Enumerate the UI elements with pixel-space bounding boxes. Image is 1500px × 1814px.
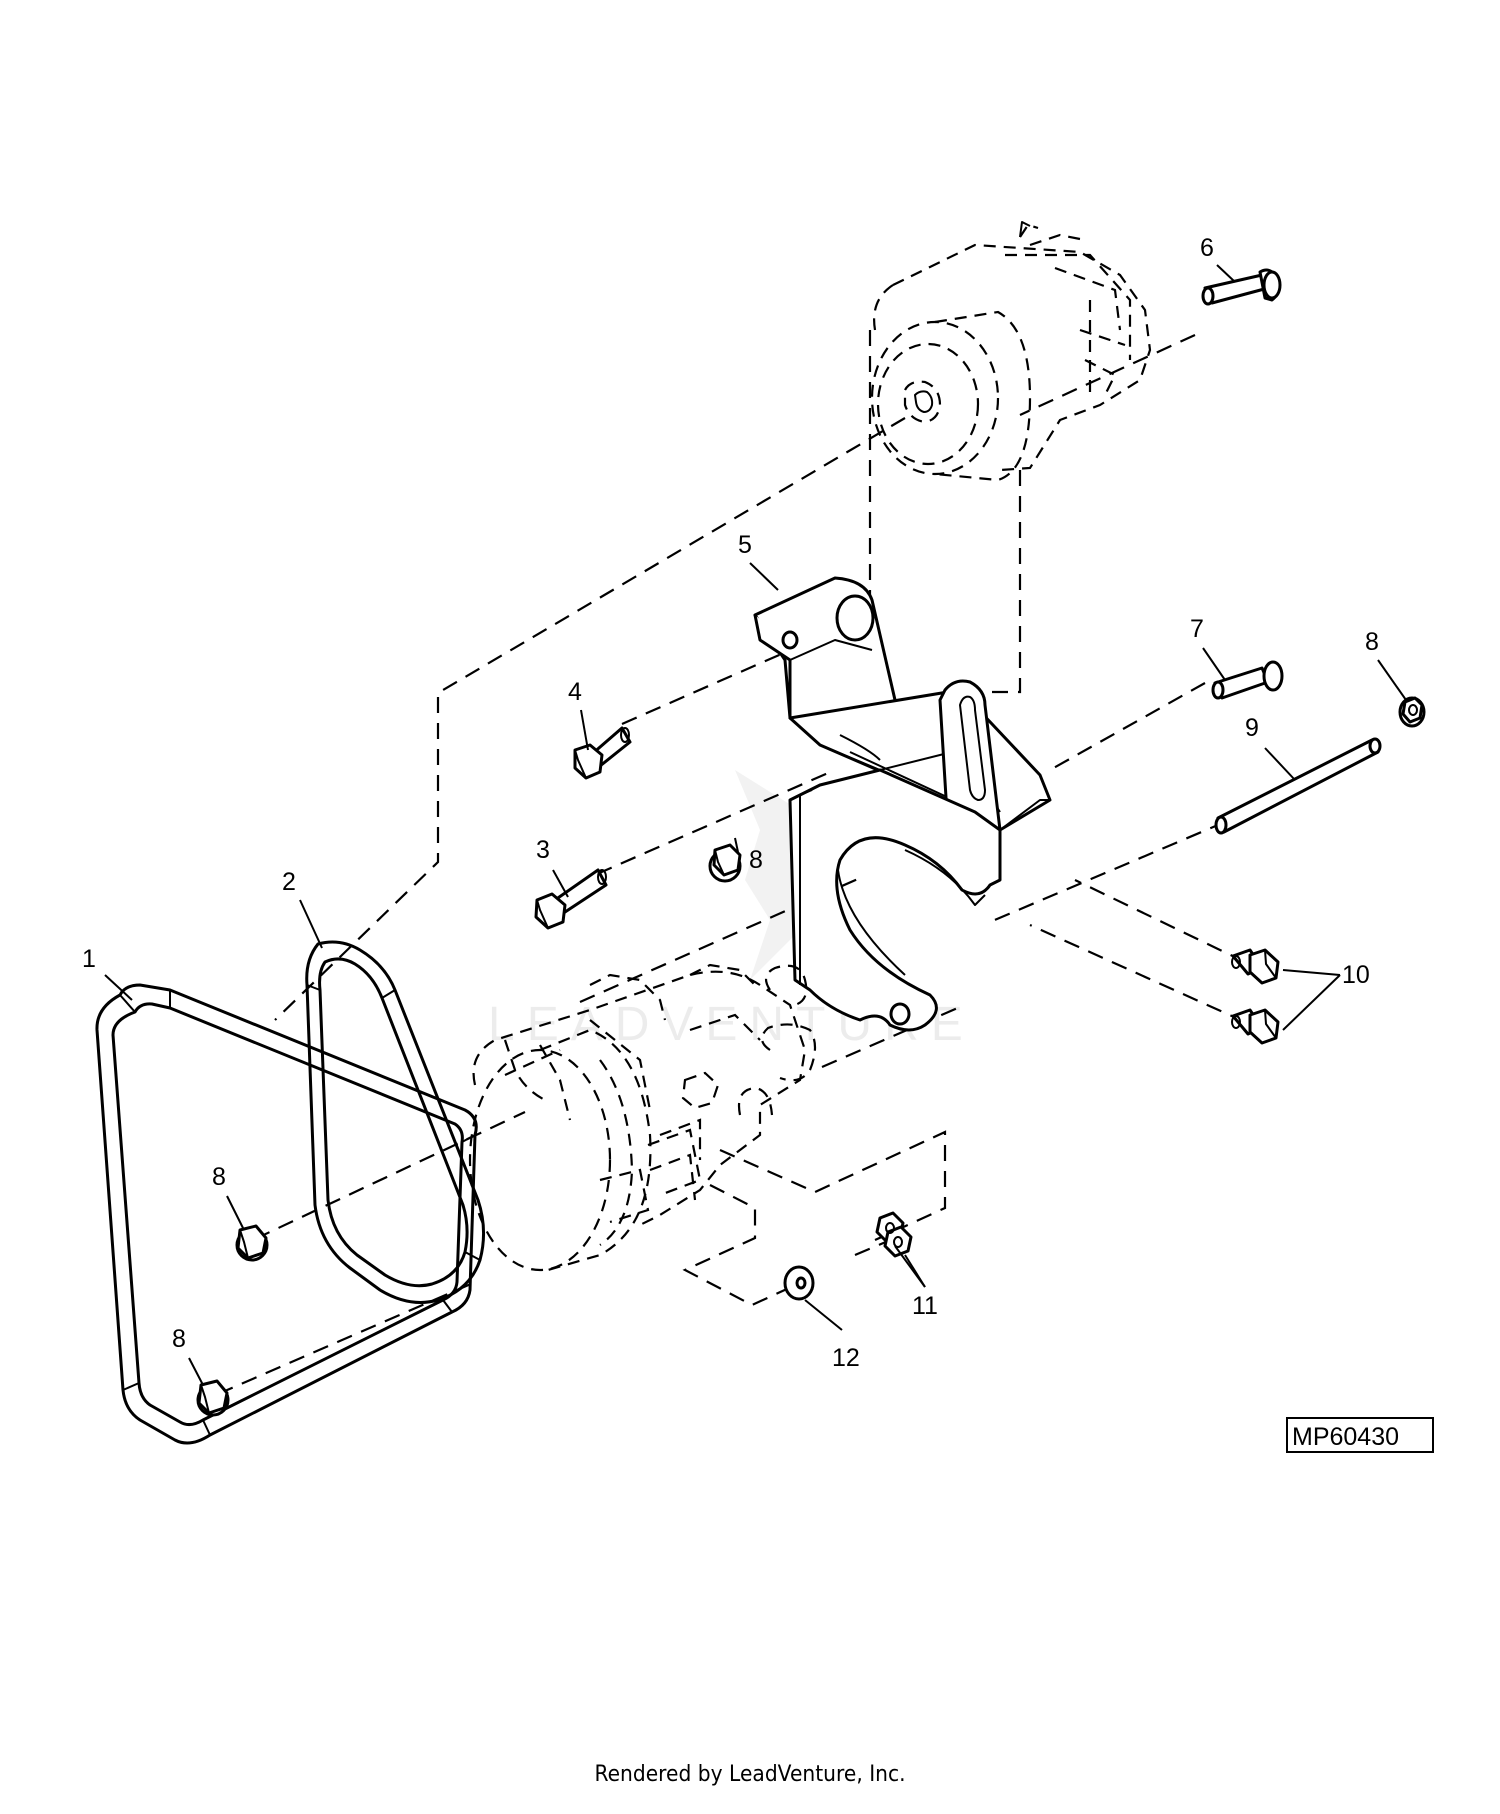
callout-9: 9 (1245, 714, 1259, 742)
bolt-4 (573, 726, 632, 780)
flange-nut-8-left-lower (196, 1379, 230, 1417)
rod-9 (1214, 737, 1382, 835)
mounting-bracket (753, 576, 1052, 1032)
flange-nut-8-left-upper (235, 1224, 269, 1262)
washer-12 (783, 1265, 815, 1301)
bolt-10-lower (1231, 1008, 1280, 1045)
bolt-10-upper (1231, 948, 1280, 985)
drive-belt-small (305, 940, 485, 1304)
callout-12: 12 (832, 1344, 860, 1372)
alternator (870, 221, 1152, 482)
callout-11: 11 (912, 1292, 938, 1320)
footer-credit: Rendered by LeadVenture, Inc. (594, 1762, 906, 1787)
callout-5: 5 (738, 531, 752, 559)
callout-8-center: 8 (749, 846, 763, 874)
hex-nuts-11 (875, 1211, 913, 1258)
callout-2: 2 (282, 868, 296, 896)
bolt-6 (1201, 268, 1282, 306)
diagram-code: MP60430 (1292, 1423, 1399, 1451)
callouts: 1 2 3 4 5 6 7 8 8 8 8 9 10 11 12 (82, 234, 1379, 1372)
leader-lines (104, 264, 1407, 1386)
callout-8-left-upper: 8 (212, 1163, 226, 1191)
callout-10: 10 (1342, 961, 1370, 989)
callout-7: 7 (1190, 615, 1204, 643)
bolt-3 (534, 868, 608, 930)
callout-1: 1 (82, 945, 96, 973)
callout-3: 3 (536, 836, 550, 864)
flange-nut-8-right (1398, 696, 1426, 728)
flange-nut-8-center (708, 843, 742, 883)
diagram-code-box: MP60430 (1286, 1417, 1434, 1453)
callout-8-left-lower: 8 (172, 1325, 186, 1353)
compressor (468, 963, 817, 1272)
drive-belt-large (95, 983, 478, 1445)
callout-6: 6 (1200, 234, 1214, 262)
callout-4: 4 (568, 678, 582, 706)
callout-8-right: 8 (1365, 628, 1379, 656)
bolt-7 (1211, 660, 1284, 700)
